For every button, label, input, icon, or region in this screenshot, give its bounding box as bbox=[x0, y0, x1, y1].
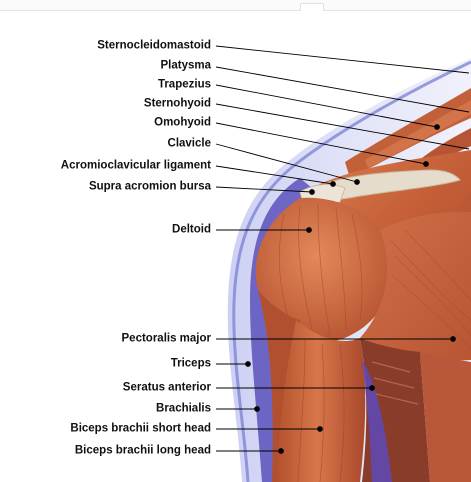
label-sternohyoid: Sternohyoid bbox=[144, 98, 211, 110]
label-brachialis: Brachialis bbox=[156, 403, 211, 415]
label-trapezius: Trapezius bbox=[158, 79, 211, 91]
label-biceps-long-head: Biceps brachii long head bbox=[75, 445, 211, 457]
label-sternocleidomastoid: Sternocleidomastoid bbox=[97, 40, 211, 52]
label-clavicle: Clavicle bbox=[168, 138, 211, 150]
label-acromioclavicular-ligament: Acromioclavicular ligament bbox=[61, 160, 211, 172]
label-deltoid: Deltoid bbox=[172, 224, 211, 236]
label-biceps-short-head: Biceps brachii short head bbox=[70, 423, 211, 435]
label-triceps: Triceps bbox=[171, 358, 211, 370]
label-supra-acromion-bursa: Supra acromion bursa bbox=[89, 181, 211, 193]
label-seratus-anterior: Seratus anterior bbox=[123, 382, 211, 394]
label-omohyoid: Omohyoid bbox=[154, 117, 211, 129]
label-platysma: Platysma bbox=[160, 60, 211, 72]
label-pectoralis-major: Pectoralis major bbox=[122, 333, 211, 345]
